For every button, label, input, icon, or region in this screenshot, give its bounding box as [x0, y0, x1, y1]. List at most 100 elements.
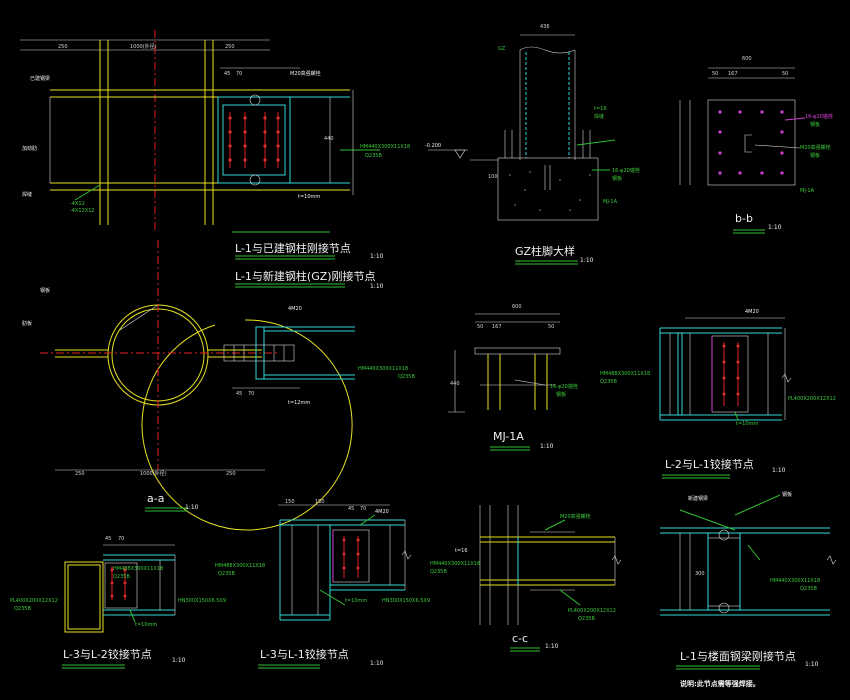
label-pl-9: PL400X200X12X12 — [568, 608, 616, 614]
label-plate-mj: 钢板 — [556, 391, 566, 398]
scale-cc: 1:10 — [545, 643, 559, 650]
detail-mj1a: 600 50 167 50 440 16-φ20锚栓 钢板 MJ-1A 1:10 — [448, 304, 578, 451]
label-hm2-8: HM488X300X11X18 — [215, 563, 265, 569]
dim-45: 45 — [224, 71, 230, 77]
label-hn-7: HN300X150X6.5X9 — [178, 598, 226, 604]
title-mj1a: MJ-1A — [493, 430, 524, 443]
dim-600-c: 600 — [512, 304, 522, 310]
label-elev: -0.200 — [425, 143, 441, 149]
scale-6: 1:10 — [772, 467, 786, 474]
detail-l1-new-column: L-1与新建钢柱(GZ)刚接节点 1:10 1000(外径) 250 250 4… — [22, 240, 415, 531]
dim-50-b: 50 — [712, 71, 718, 77]
label-rib-2: 肋板 — [22, 320, 32, 327]
label-pl-7: PL400X200X12X12 — [10, 598, 58, 604]
dim-50-d: 50 — [477, 324, 483, 330]
title-cc: c-c — [512, 632, 528, 645]
detail-gz-column-base: 436 GZ -0.200 t=16 焊缝 16-φ20锚栓 钢板 MJ-1A … — [425, 24, 640, 265]
dim-45-8: 45 — [348, 506, 354, 512]
label-q-8: Q235B — [218, 571, 235, 577]
note-text: 说明:此节点需等强焊接。 — [680, 679, 760, 688]
title-l2-l1: L-2与L-1铰接节点 — [665, 457, 754, 471]
dim-100-3: 100 — [488, 174, 498, 180]
dim-70-7: 70 — [118, 536, 124, 542]
label-t10-6: t=10mm — [736, 421, 758, 427]
detail-l1-floor-beam: 新建钢梁 钢板 HM440X300X11X18 Q235B 300 L-1与楼面… — [660, 491, 837, 688]
dim-mj-h: 440 — [450, 381, 460, 387]
label-plate-bb: 钢板 — [810, 121, 820, 128]
label-t16: t=16 — [594, 106, 607, 112]
label-t16-9: t=16 — [455, 548, 468, 554]
detail-l2-l1: HM488X300X11X18 Q235B PL400X200X12X12 t=… — [600, 309, 836, 479]
title-l1-new: L-1与新建钢柱(GZ)刚接节点 — [235, 269, 376, 283]
dim-167-c: 167 — [492, 324, 502, 330]
dim-45-7: 45 — [105, 536, 111, 542]
label-sm3-1: -4X12 — [70, 201, 85, 207]
label-old-beam: 已建钢梁 — [30, 75, 50, 82]
label-sm2-2: 4M20 — [288, 306, 302, 312]
label-q-6: Q235B — [600, 379, 617, 385]
label-q-9b: Q235B — [578, 616, 595, 622]
label-gz: GZ — [498, 46, 506, 52]
label-t12-2: t=12mm — [288, 400, 310, 406]
detail-cc: HM440X300X11X18 Q235B M20高强螺栓 PL400X200X… — [430, 505, 622, 652]
dim-70-b: 70 — [248, 391, 254, 397]
dim-150-8: 150 — [285, 499, 295, 505]
label-q-2: Q235B — [398, 374, 415, 380]
scale-8: 1:10 — [370, 660, 384, 667]
title-l3-l1: L-3与L-1铰接节点 — [260, 647, 349, 661]
label-new-beam: 新建钢梁 — [688, 495, 708, 502]
label-q-1: Q235B — [365, 153, 382, 159]
detail-l1-existing-column: 1000(外径) 250 250 45 70 440 已建钢梁 加劲肋 焊缝 H… — [20, 30, 410, 260]
label-t10-7: t=10mm — [135, 622, 157, 628]
label-q-7: Q235B — [113, 574, 130, 580]
dim-250-b: 250 — [225, 44, 235, 50]
dim-50-e: 50 — [548, 324, 554, 330]
label-q-10: Q235B — [800, 586, 817, 592]
label-mj-3: MJ-1A — [603, 199, 618, 205]
label-stiff: 加劲肋 — [22, 145, 37, 152]
label-plate-3: 钢板 — [612, 175, 622, 182]
dim-70-8: 70 — [360, 506, 366, 512]
label-mj-bb: MJ-1A — [800, 188, 815, 194]
title-bb: b-b — [735, 212, 753, 225]
label-plate-10: 钢板 — [782, 491, 792, 498]
detail-bb: 600 50 167 50 16-φ20锚栓 钢板 M20高强螺栓 钢板 MJ-… — [679, 56, 833, 234]
label-bolt-3: 16-φ20锚栓 — [612, 167, 640, 174]
dim-167-b: 167 — [728, 71, 738, 77]
scale-3: 1:10 — [580, 257, 594, 264]
title-l3-l2: L-3与L-2铰接节点 — [63, 647, 152, 661]
dim-436: 436 — [540, 24, 550, 30]
dim-250-a: 250 — [58, 44, 68, 50]
title-aa: a-a — [147, 492, 164, 505]
label-sm2-8: 4M20 — [375, 509, 389, 515]
dim-total: 1000(外径) — [130, 43, 157, 50]
scale-bb: 1:10 — [768, 224, 782, 231]
detail-l3-l1: 150 150 45 70 HM488X300X11X18 Q235B t=10… — [215, 499, 430, 669]
dim-1000-b: 1000(外径) — [140, 470, 167, 477]
label-hm-2: HM440X300X11X18 — [358, 366, 408, 372]
label-hm2-6: HM488X300X11X18 — [600, 371, 650, 377]
label-hm-1: HM440X300X11X18 — [360, 144, 410, 150]
label-sm1-1: M20高强螺栓 — [290, 70, 321, 77]
label-pl-6: PL400X200X12X12 — [788, 396, 836, 402]
label-bolt-mj: 16-φ20锚栓 — [550, 383, 578, 390]
label-hm2-7: HM488X300X11X18 — [113, 566, 163, 572]
dim-45-b: 45 — [236, 391, 242, 397]
label-plate-bb2: 钢板 — [810, 152, 820, 159]
label-sm1-9: M20高强螺栓 — [560, 513, 591, 520]
scale-1: 1:10 — [370, 253, 384, 260]
label-t10-1: t=10mm — [298, 194, 320, 200]
dim-440: 440 — [324, 136, 334, 142]
dim-70: 70 — [236, 71, 242, 77]
label-t10-8: t=10mm — [345, 598, 367, 604]
label-sm1-bb: M20高强螺栓 — [800, 144, 831, 151]
title-gz-base: GZ柱脚大样 — [515, 244, 575, 258]
title-l1-existing: L-1与已建钢柱刚接节点 — [235, 241, 351, 255]
dim-150-8b: 150 — [315, 499, 325, 505]
scale-7: 1:10 — [172, 657, 186, 664]
label-hn-8: HN300X150X6.5X9 — [382, 598, 430, 604]
label-q-7b: Q235B — [14, 606, 31, 612]
label-sm4-1: -4X12X12 — [70, 208, 95, 214]
dim-50-c: 50 — [782, 71, 788, 77]
